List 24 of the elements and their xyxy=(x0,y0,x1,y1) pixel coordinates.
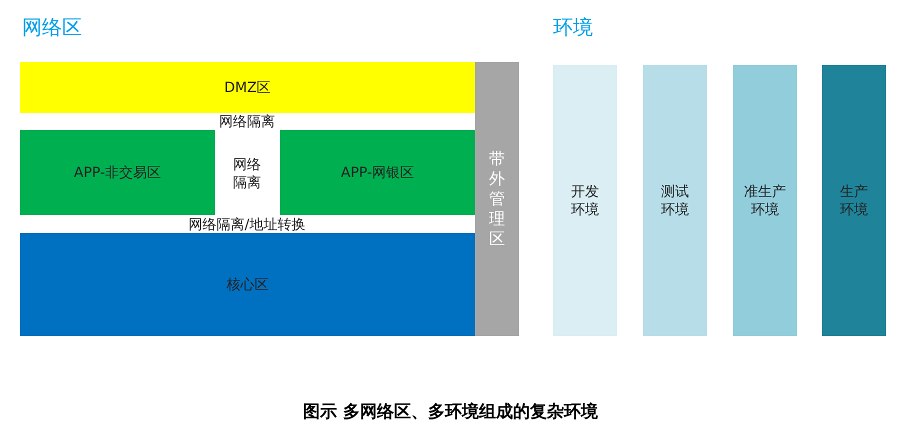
zone-label: 带外管理区 xyxy=(489,149,505,249)
zone-label: 生产环境 xyxy=(839,182,869,218)
zone-box xyxy=(280,130,475,215)
environment-column xyxy=(822,65,886,336)
isolation-label: 网络隔离 xyxy=(232,156,262,192)
isolation-label: 网络隔离/地址转换 xyxy=(188,216,306,234)
isolation-label: 网络隔离 xyxy=(218,113,276,131)
zone-label: APP-非交易区 xyxy=(74,164,162,182)
zone-label: 开发环境 xyxy=(570,182,600,218)
environment-column xyxy=(643,65,707,336)
section-heading: 网络区 xyxy=(22,14,83,40)
environment-column xyxy=(733,65,797,336)
zone-label: APP-网银区 xyxy=(340,164,414,182)
zone-box xyxy=(20,130,215,215)
zone-band xyxy=(20,233,475,336)
zone-label: 核心区 xyxy=(226,276,268,294)
zone-band xyxy=(20,62,475,113)
figure-caption: 图示 多网络区、多环境组成的复杂环境 xyxy=(302,401,599,423)
environment-column xyxy=(553,65,617,336)
zone-label: 准生产环境 xyxy=(743,182,787,218)
zone-label: DMZ区 xyxy=(224,78,271,96)
zone-label: 测试环境 xyxy=(660,182,690,218)
zone-column xyxy=(475,62,519,336)
section-heading: 环境 xyxy=(553,14,594,40)
